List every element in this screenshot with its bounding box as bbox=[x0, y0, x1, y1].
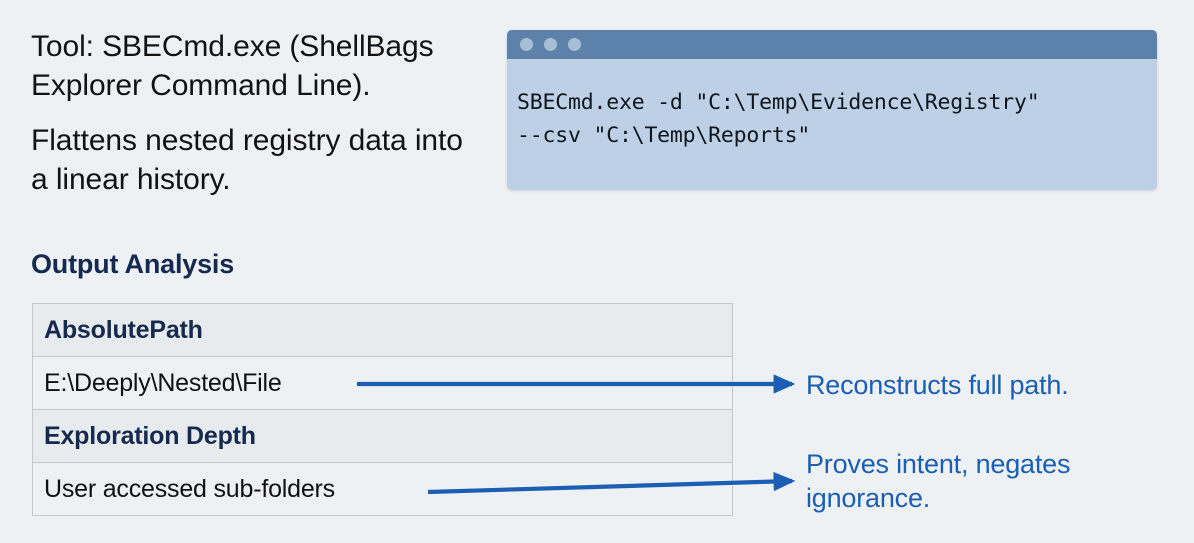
annotation-reconstructs-full-path: Reconstructs full path. bbox=[806, 370, 1069, 400]
code-line-2: --csv "C:\Temp\Reports" bbox=[517, 123, 811, 148]
table-cell-exploration-depth-value: User accessed sub-folders bbox=[32, 462, 733, 516]
code-window-body: SBECmd.exe -d "C:\Temp\Evidence\Registry… bbox=[507, 59, 1157, 152]
window-maximize-dot-icon[interactable] bbox=[568, 38, 581, 51]
table-row: E:\Deeply\Nested\File bbox=[32, 356, 733, 410]
table-cell-absolutepath-header: AbsolutePath bbox=[32, 303, 733, 357]
code-line-1: SBECmd.exe -d "C:\Temp\Evidence\Registry… bbox=[517, 90, 1040, 115]
window-close-dot-icon[interactable] bbox=[520, 38, 533, 51]
output-analysis-table: AbsolutePath E:\Deeply\Nested\File Explo… bbox=[32, 303, 733, 516]
annotation-proves-intent: Proves intent, negates ignorance. bbox=[806, 449, 1071, 513]
table-cell-absolutepath-value: E:\Deeply\Nested\File bbox=[32, 356, 733, 410]
section-heading-output-analysis: Output Analysis bbox=[31, 249, 235, 279]
intro-paragraph-flattens: Flattens nested registry data into a lin… bbox=[31, 124, 463, 196]
table-row: Exploration Depth bbox=[32, 409, 733, 463]
table-row: User accessed sub-folders bbox=[32, 462, 733, 516]
table-row: AbsolutePath bbox=[32, 303, 733, 357]
intro-paragraph-tool: Tool: SBECmd.exe (ShellBags Explorer Com… bbox=[31, 30, 434, 102]
code-window: SBECmd.exe -d "C:\Temp\Evidence\Registry… bbox=[507, 30, 1157, 190]
table-cell-exploration-depth-header: Exploration Depth bbox=[32, 409, 733, 463]
window-minimize-dot-icon[interactable] bbox=[544, 38, 557, 51]
intro-text-block: Tool: SBECmd.exe (ShellBags Explorer Com… bbox=[31, 27, 481, 199]
code-window-titlebar bbox=[507, 30, 1157, 59]
